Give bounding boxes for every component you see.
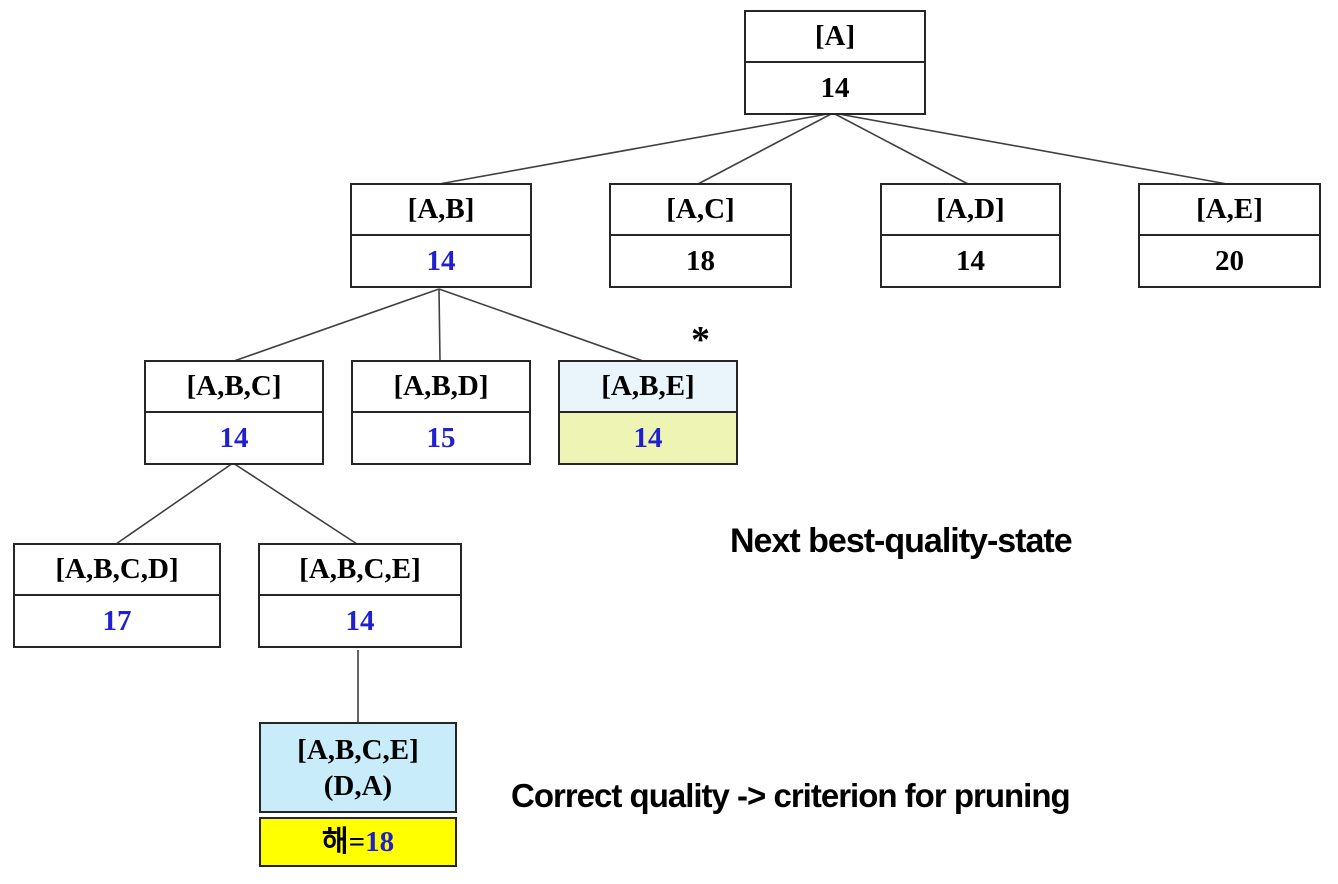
annotation-next-best-quality-state: Next best-quality-state — [730, 522, 1073, 560]
annotation-pruning-criterion: Correct quality -> criterion for pruning — [511, 777, 1071, 814]
solution-value-number: 18 — [365, 826, 395, 858]
node-abc: [A,B,C] 14 — [144, 360, 324, 465]
node-abe-label: [A,B,E] — [560, 362, 736, 411]
node-a-value: 14 — [746, 61, 924, 113]
best-state-asterisk-marker: * — [691, 319, 710, 361]
solution-value-prefix: 해= — [321, 826, 366, 858]
node-ae-label: [A,E] — [1140, 185, 1319, 234]
node-abce-value: 14 — [260, 594, 460, 646]
node-ac-label: [A,C] — [611, 185, 790, 234]
node-ac: [A,C] 18 — [609, 183, 792, 288]
node-ac-value: 18 — [611, 234, 790, 286]
node-abcd: [A,B,C,D] 17 — [13, 543, 221, 648]
node-ab: [A,B] 14 — [350, 183, 532, 288]
node-ab-value: 14 — [352, 234, 530, 286]
node-abcd-label: [A,B,C,D] — [15, 545, 219, 594]
node-abd-label: [A,B,D] — [353, 362, 529, 411]
node-ae-value: 20 — [1140, 234, 1319, 286]
node-abcd-value: 17 — [15, 594, 219, 646]
node-abce-label: [A,B,C,E] — [260, 545, 460, 594]
node-solution-sublabel: (D,A) — [323, 769, 393, 802]
node-ad: [A,D] 14 — [880, 183, 1061, 288]
node-abd: [A,B,D] 15 — [351, 360, 531, 465]
node-abe-value: 14 — [560, 411, 736, 463]
node-abc-value: 14 — [146, 411, 322, 463]
node-a-label: [A] — [746, 12, 924, 61]
node-ab-label: [A,B] — [352, 185, 530, 234]
node-a: [A] 14 — [744, 10, 926, 115]
node-abce: [A,B,C,E] 14 — [258, 543, 462, 648]
node-abc-label: [A,B,C] — [146, 362, 322, 411]
node-ad-label: [A,D] — [882, 185, 1059, 234]
node-abd-value: 15 — [353, 411, 529, 463]
node-abe: [A,B,E] 14 — [558, 360, 738, 465]
node-solution-label: [A,B,C,E] — [297, 733, 419, 766]
node-ad-value: 14 — [882, 234, 1059, 286]
node-solution-value: 해=18 — [259, 817, 457, 867]
node-ae: [A,E] 20 — [1138, 183, 1321, 288]
node-solution-state: [A,B,C,E] (D,A) — [259, 722, 457, 813]
